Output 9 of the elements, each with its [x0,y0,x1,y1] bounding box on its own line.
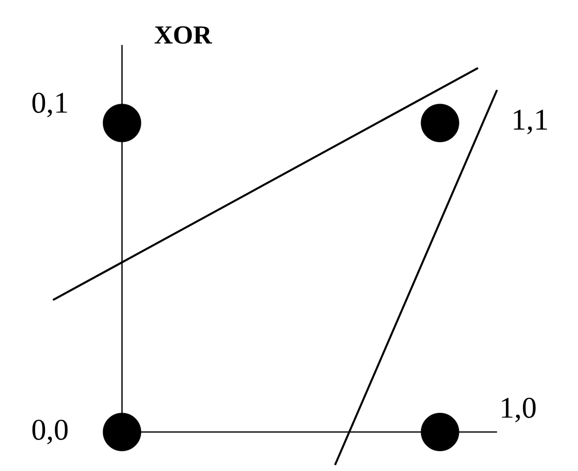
title: XOR [154,26,212,44]
point-label: 1,0 [502,398,536,422]
point-label: 0,1 [32,92,67,118]
point-label: 0,0 [32,420,68,444]
data-point [420,104,460,142]
point-label: 1,1 [514,110,547,134]
data-point [102,104,142,142]
data-point [420,412,460,452]
data-point [102,412,142,452]
